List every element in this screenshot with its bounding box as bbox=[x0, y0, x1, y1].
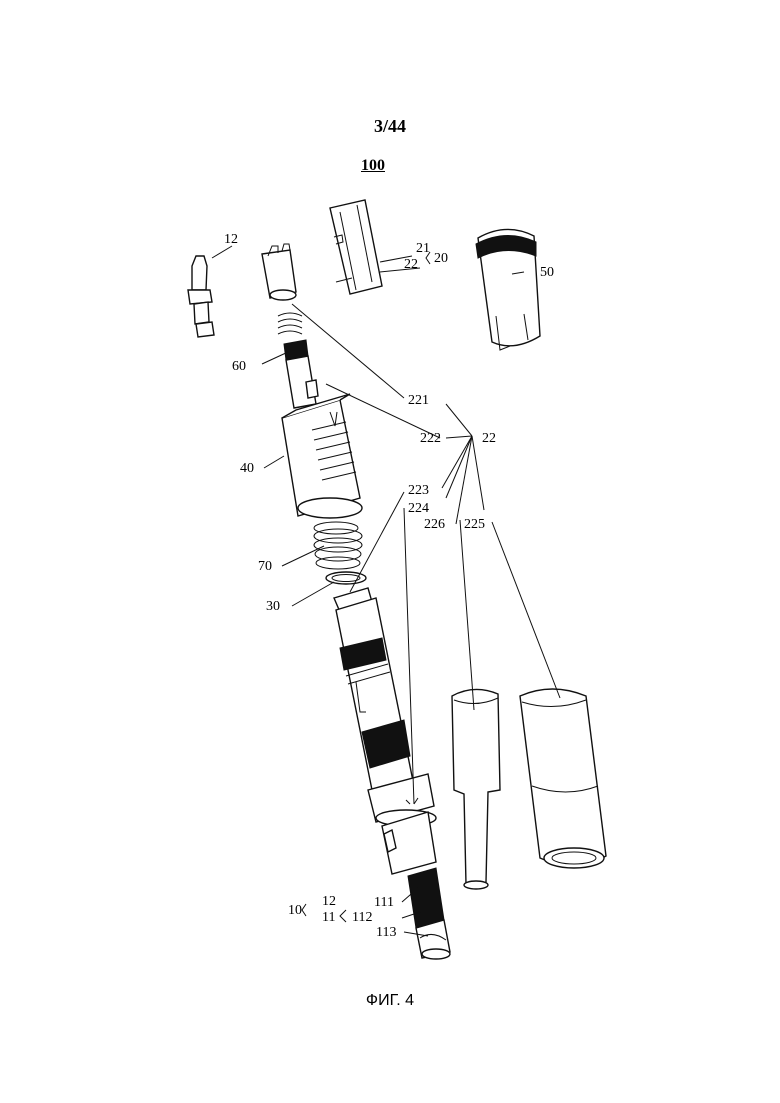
label-60: 60 bbox=[232, 359, 246, 374]
label-12-top: 12 bbox=[224, 232, 238, 247]
part-20-housing-halves bbox=[330, 200, 382, 294]
part-60-spring-tube bbox=[278, 313, 318, 408]
part-22-small-sleeve bbox=[262, 244, 296, 300]
label-222: 222 bbox=[420, 431, 441, 446]
label-21: 21 bbox=[416, 241, 430, 256]
label-11: 11 bbox=[322, 910, 335, 925]
label-225: 225 bbox=[464, 517, 485, 532]
label-223: 223 bbox=[408, 483, 429, 498]
label-20: 20 bbox=[434, 251, 448, 266]
main-connector-body bbox=[334, 588, 436, 874]
part-226-tube bbox=[452, 689, 500, 889]
label-111: 111 bbox=[374, 895, 394, 910]
label-10: 10 bbox=[288, 903, 302, 918]
label-30: 30 bbox=[266, 599, 280, 614]
label-224: 224 bbox=[408, 501, 429, 516]
label-112: 112 bbox=[352, 910, 372, 925]
label-22-b: 22 bbox=[482, 431, 496, 446]
part-70-spring bbox=[314, 522, 362, 569]
part-50-cap bbox=[476, 229, 540, 350]
label-40: 40 bbox=[240, 461, 254, 476]
part-40-coupling-nut bbox=[282, 394, 362, 518]
label-22-a: 22 bbox=[404, 257, 418, 272]
figure-caption: ФИГ. 4 bbox=[0, 992, 780, 1010]
label-50: 50 bbox=[540, 265, 554, 280]
label-12-bottom: 12 bbox=[322, 894, 336, 909]
label-221: 221 bbox=[408, 393, 429, 408]
label-226: 226 bbox=[424, 517, 445, 532]
part-225-sleeve bbox=[520, 689, 606, 868]
label-113: 113 bbox=[376, 925, 396, 940]
part-12-pin bbox=[188, 256, 214, 337]
label-70: 70 bbox=[258, 559, 272, 574]
